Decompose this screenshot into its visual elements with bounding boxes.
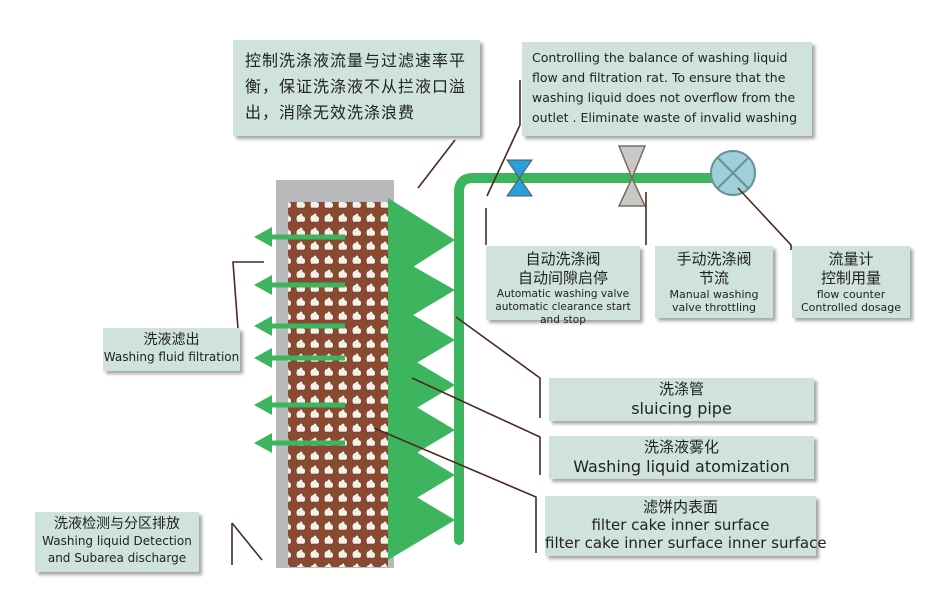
sluicing-pipe [454, 173, 735, 545]
filtration-en: Washing fluid filtration [103, 350, 240, 364]
flowmeter-en-2: Controlled dosage [801, 301, 901, 314]
control-description-en: Controlling the balance of washing liqui… [522, 42, 812, 136]
detection-cn: 洗液检测与分区排放 [54, 516, 180, 532]
filtration-cn: 洗液滤出 [143, 332, 200, 348]
spray-triangle [388, 480, 455, 560]
control-en-text: Controlling the balance of washing liqui… [532, 50, 798, 125]
atomization-en: Washing liquid atomization [573, 457, 790, 476]
leader-line-filtration [232, 261, 264, 330]
leader-line-control [417, 139, 456, 189]
flowmeter-cn-2: 控制用量 [820, 269, 881, 287]
filtration-arrow [254, 316, 345, 336]
filtration-arrows [254, 227, 345, 453]
auto-valve-en-2: automatic clearance start and stop [495, 301, 631, 326]
pipe-cn: 洗涤管 [658, 380, 704, 398]
filtration-label: 洗液滤出 Washing fluid filtration [103, 328, 240, 371]
leader-line-flowmeter [737, 187, 792, 250]
flow-meter-label: 流量计 控制用量 flow counter Controlled dosage [792, 246, 910, 318]
filtration-arrow [254, 227, 345, 247]
leader-line-atomization [411, 377, 541, 475]
manual-valve-icon [617, 145, 647, 207]
spray-nozzles [388, 198, 455, 560]
flowmeter-en-1: flow counter [816, 288, 886, 301]
leader-line-pipe [455, 316, 541, 418]
pipe-en: sluicing pipe [631, 399, 732, 418]
filtration-arrow [254, 348, 345, 368]
control-cn-text: 控制洗涤液流量与过滤速率平衡，保证洗涤液不从拦液口溢出，消除无效洗涤浪费 [245, 51, 467, 122]
auto-valve-en-1: Automatic washing valve [496, 288, 630, 300]
leader-line-detection [231, 522, 263, 561]
cake-en-1: filter cake inner surface [591, 516, 770, 534]
control-description-cn: 控制洗涤液流量与过滤速率平衡，保证洗涤液不从拦液口溢出，消除无效洗涤浪费 [233, 40, 480, 136]
manual-valve-cn-2: 节流 [698, 269, 729, 287]
atomization-cn: 洗涤液雾化 [643, 438, 719, 456]
filtration-arrow [254, 275, 345, 295]
detection-discharge-label: 洗液检测与分区排放 Washing liquid Detection and S… [35, 512, 199, 572]
filter-cake-label: 滤饼内表面 filter cake inner surface filter c… [545, 496, 827, 556]
cake-en-2: filter cake inner surface inner surface [545, 534, 827, 552]
auto-valve-cn-2: 自动间隙启停 [517, 269, 608, 287]
filtration-arrow [254, 395, 345, 415]
manual-valve-label: 手动洗涤阀 节流 Manual washing valve throttling [655, 246, 773, 318]
leader-line-cake [373, 427, 537, 553]
detection-en-1: Washing liquid Detection [42, 534, 192, 548]
detection-en-2: and Subarea discharge [47, 551, 187, 565]
leader-line-manual [486, 80, 521, 197]
cake-cn: 滤饼内表面 [642, 498, 718, 516]
sluicing-pipe-label: 洗涤管 sluicing pipe [549, 378, 814, 421]
leader-lines [231, 80, 792, 565]
filtration-arrow [254, 433, 345, 453]
filter-cake [288, 202, 388, 567]
automatic-valve-icon [506, 159, 533, 197]
manual-valve-en-2: valve throttling [671, 301, 757, 314]
manual-valve-en-1: Manual washing [669, 288, 759, 301]
manual-valve-cn-1: 手动洗涤阀 [676, 250, 752, 268]
flow-meter-icon [710, 150, 756, 196]
atomization-label: 洗涤液雾化 Washing liquid atomization [549, 436, 814, 479]
auto-valve-cn-1: 自动洗涤阀 [525, 250, 601, 268]
automatic-valve-label: 自动洗涤阀 自动间隙启停 Automatic washing valve aut… [486, 246, 640, 326]
flowmeter-cn-1: 流量计 [828, 250, 874, 268]
